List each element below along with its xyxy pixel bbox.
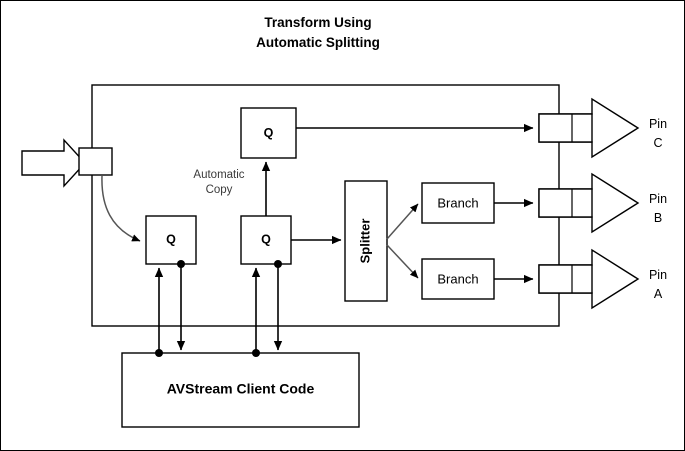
pin-a-group: Pin A: [538, 248, 667, 310]
queue-input-to-client-endpoint-dot: [177, 260, 185, 268]
pin-c-box: [538, 113, 593, 143]
queue-main-box: [240, 215, 292, 265]
splitter-box: [344, 180, 388, 302]
title-line-2: Automatic Splitting: [256, 35, 380, 50]
branch-bottom-box: [421, 258, 495, 300]
pin-a-box: [538, 264, 593, 294]
branch-top-label: Branch: [437, 195, 478, 210]
pin-c-label-line2: C: [653, 136, 662, 150]
pin-a-label-line1: Pin: [649, 268, 667, 282]
branch-top-box: [421, 182, 495, 224]
splitter-to-branch-bottom-arrow: [386, 244, 419, 279]
splitter-label: Splitter: [357, 219, 372, 264]
pin-c-label-line1: Pin: [649, 117, 667, 131]
pin-c-group: Pin C: [538, 97, 667, 159]
input-arrow-icon: [21, 138, 86, 188]
branch-bottom-label: Branch: [437, 271, 478, 286]
splitter-to-branch-top-arrow: [386, 203, 419, 240]
pin-b-label-line2: B: [654, 211, 662, 225]
title-line-1: Transform Using: [264, 15, 371, 30]
queue-input-label: Q: [166, 232, 176, 246]
client-to-queue-input-endpoint-dot: [155, 349, 163, 357]
queue-main-to-client-endpoint-dot: [274, 260, 282, 268]
input-pin-box: [78, 147, 113, 176]
queue-copy-box: [240, 107, 297, 159]
input-to-queue-curve-arrow: [101, 175, 141, 242]
pin-b-label-line1: Pin: [649, 192, 667, 206]
queue-main-label: Q: [261, 232, 271, 246]
pin-a-label-line2: A: [654, 287, 663, 301]
pin-b-group: Pin B: [538, 172, 667, 234]
queue-copy-label: Q: [264, 126, 274, 140]
client-code-label: AVStream Client Code: [167, 381, 315, 397]
pin-b-box: [538, 188, 593, 218]
client-to-queue-main-endpoint-dot: [252, 349, 260, 357]
automatic-copy-label-line2: Copy: [206, 184, 233, 196]
queue-input-box: [145, 215, 197, 265]
automatic-copy-label-line1: Automatic: [193, 169, 244, 181]
client-code-box: [121, 352, 360, 428]
